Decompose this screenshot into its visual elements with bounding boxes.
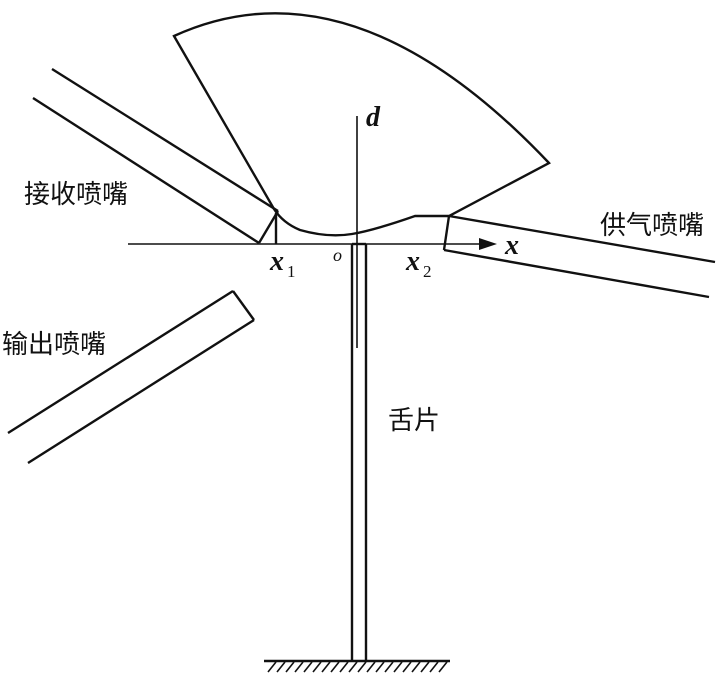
fan-head	[172, 12, 551, 237]
ground-hatch-stroke	[402, 661, 412, 673]
output-nozzle-label: 输出喷嘴	[2, 330, 106, 360]
ground-hatch-stroke	[420, 661, 430, 673]
ground-hatch-stroke	[321, 661, 331, 673]
svg-text:2: 2	[423, 262, 432, 281]
ground-hatch-stroke	[357, 661, 367, 673]
ground-hatch-stroke	[411, 661, 421, 673]
x-axis-label: x	[504, 230, 519, 261]
ground-hatch-stroke	[339, 661, 349, 673]
ground-hatch-stroke	[294, 661, 304, 673]
ground-hatch-stroke	[267, 661, 277, 673]
ground-hatch-stroke	[348, 661, 358, 673]
supply-nozzle	[442, 214, 716, 299]
reed	[350, 242, 368, 661]
x2-label: x 2	[405, 246, 432, 281]
ground-hatch-stroke	[429, 661, 439, 673]
origin-label: o	[333, 245, 342, 265]
supply-nozzle-label: 供气喷嘴	[600, 211, 704, 241]
receiving-nozzle	[32, 67, 280, 245]
d-axis-label: d	[366, 102, 381, 133]
ground-hatch-stroke	[375, 661, 385, 673]
ground-hatch-stroke	[384, 661, 394, 673]
reed-label: 舌片	[388, 406, 440, 436]
x-axis-arrowhead	[479, 238, 497, 250]
receiving-nozzle-label: 接收喷嘴	[24, 180, 128, 210]
ground-hatch	[264, 659, 450, 673]
ground-hatch-stroke	[393, 661, 403, 673]
ground-hatch-stroke	[330, 661, 340, 673]
ground-hatch-stroke	[366, 661, 376, 673]
svg-text:x: x	[405, 246, 420, 277]
ground-hatch-stroke	[276, 661, 286, 673]
ground-hatch-stroke	[438, 661, 448, 673]
ground-hatch-stroke	[312, 661, 322, 673]
svg-text:x: x	[269, 246, 284, 277]
ground-hatch-stroke	[303, 661, 313, 673]
output-nozzle	[7, 289, 255, 465]
ground-hatch-stroke	[285, 661, 295, 673]
x1-label: x 1	[269, 246, 296, 281]
svg-text:1: 1	[287, 262, 296, 281]
